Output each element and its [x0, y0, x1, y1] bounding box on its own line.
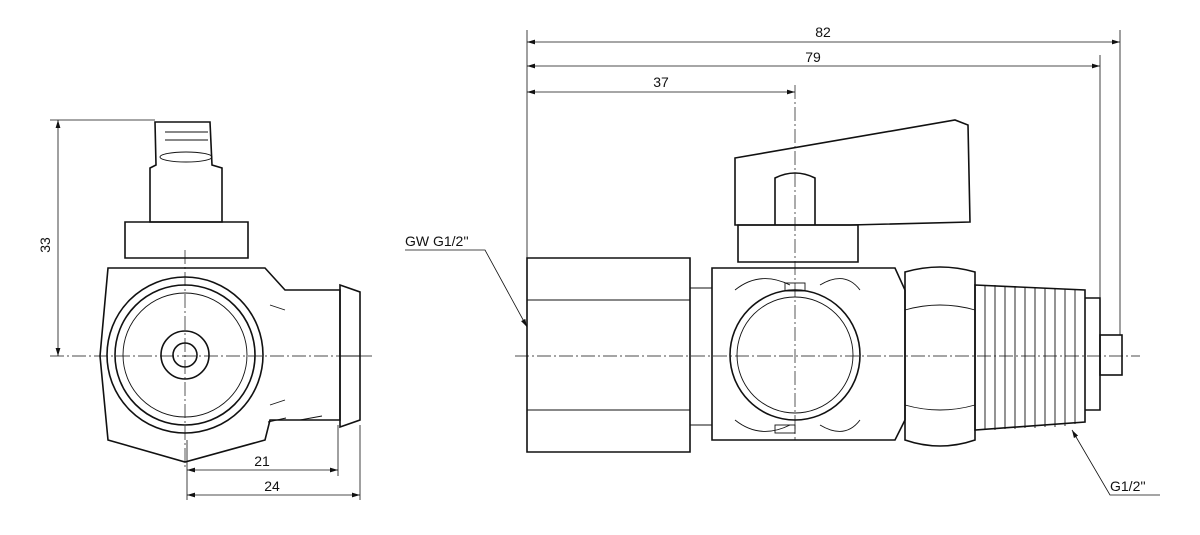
dimension-21: 21: [254, 453, 270, 469]
dimension-33: 33: [37, 237, 53, 253]
dimension-79: 79: [805, 49, 821, 65]
outlet-thread-label: G1/2'': [1110, 478, 1146, 494]
dimension-24: 24: [264, 478, 280, 494]
front-view: 82 79 37 GW G1/2'' G1/2'': [405, 24, 1160, 496]
dimension-37: 37: [653, 74, 669, 90]
dimension-82: 82: [815, 24, 831, 40]
thread-lines: [984, 285, 1076, 430]
side-view: 33 21 24: [37, 119, 375, 500]
inlet-thread-label: GW G1/2'': [405, 233, 469, 249]
